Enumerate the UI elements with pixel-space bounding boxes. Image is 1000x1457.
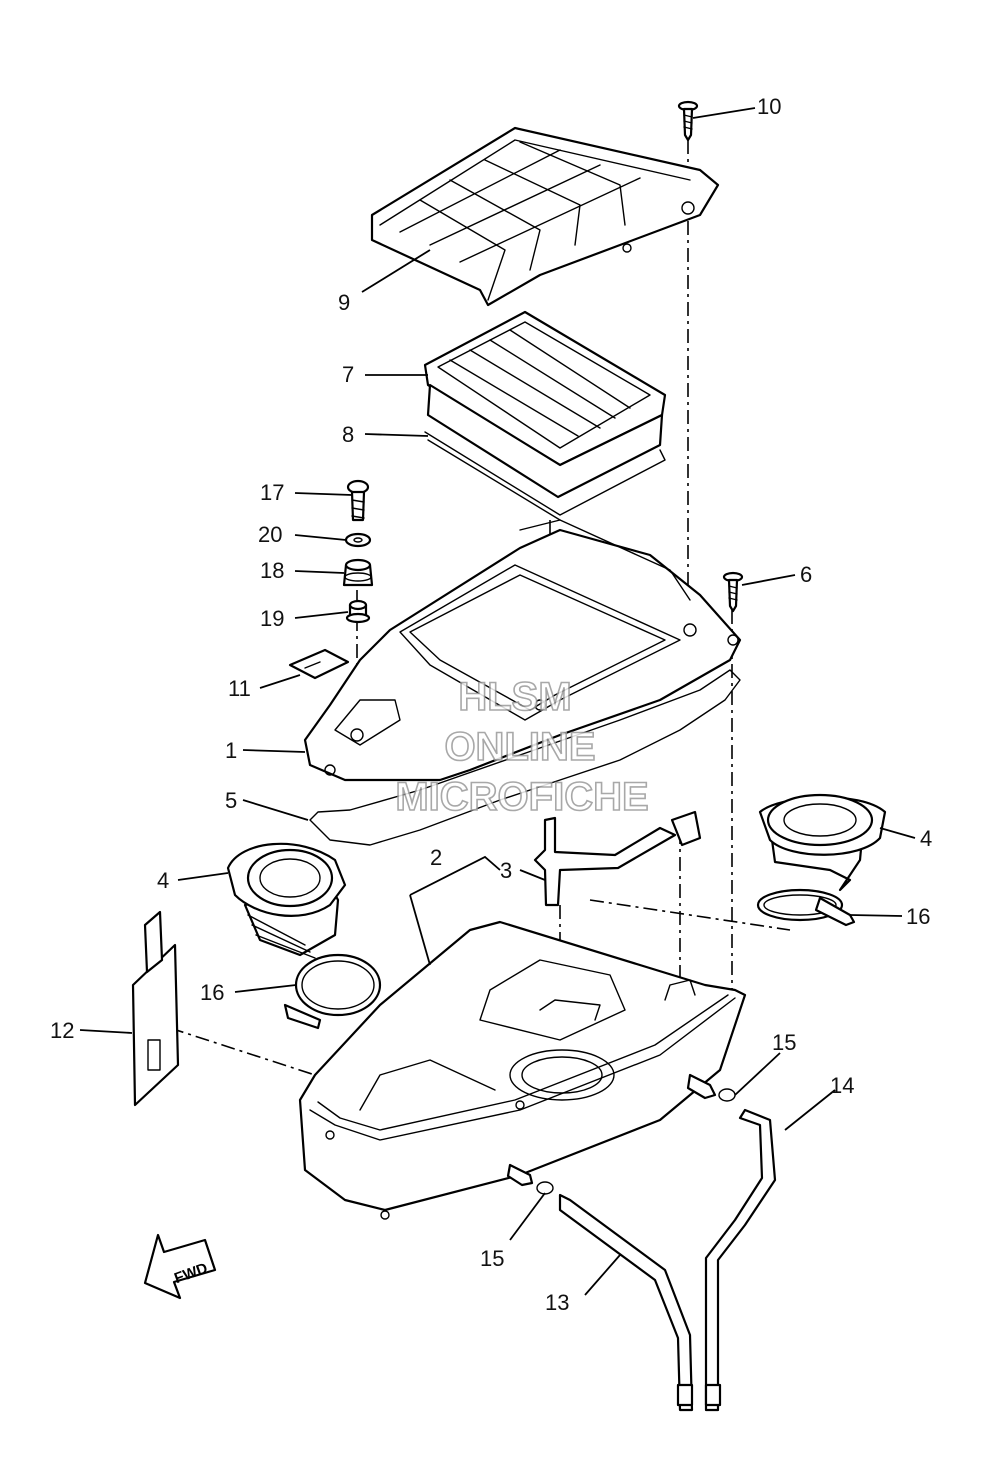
callout-7: 7 (342, 362, 354, 387)
callout-numbers: 10 9 7 8 17 20 18 19 6 11 1 5 4 2 3 4 16… (50, 94, 932, 1315)
part-3-breather-tube (533, 810, 702, 907)
part-12-sheet (131, 910, 180, 1107)
callout-4-left: 4 (157, 868, 169, 893)
callout-16-right: 16 (906, 904, 930, 929)
part-16-clamp-right (756, 888, 856, 927)
watermark-line-1: HLSM (458, 675, 571, 719)
part-9-air-box-cover (370, 126, 720, 307)
callout-15-left: 15 (480, 1246, 504, 1271)
fwd-direction-arrow-icon: FWD (143, 1233, 217, 1300)
part-10-screw (677, 100, 699, 142)
part-11-label (288, 648, 350, 680)
callout-20: 20 (258, 522, 282, 547)
callout-8: 8 (342, 422, 354, 447)
callout-19: 19 (260, 606, 284, 631)
callout-3: 3 (500, 858, 512, 883)
callout-16-left: 16 (200, 980, 224, 1005)
part-7-air-filter-element (423, 310, 667, 499)
leader-lines (79, 107, 916, 1296)
callout-2: 2 (430, 845, 442, 870)
callout-17: 17 (260, 480, 284, 505)
part-19-collar (345, 599, 371, 624)
part-20-washer (344, 532, 372, 548)
callout-10: 10 (757, 94, 781, 119)
part-2-air-filter-case (298, 920, 747, 1220)
callout-6: 6 (800, 562, 812, 587)
part-13-hose (558, 1193, 694, 1412)
callout-14: 14 (830, 1073, 854, 1098)
callout-11: 11 (228, 676, 251, 701)
watermark-line-2: ONLINE (444, 725, 595, 769)
part-17-bolt (346, 479, 370, 522)
callout-4-right: 4 (920, 826, 932, 851)
callout-15-right: 15 (772, 1030, 796, 1055)
part-18-grommet (342, 558, 374, 587)
part-16-clamp-left (283, 953, 382, 1030)
callout-5: 5 (225, 788, 237, 813)
part-15-clip-right (686, 1073, 736, 1102)
part-4-joint-left (226, 842, 347, 959)
watermark-line-3: MICROFICHE (395, 775, 648, 819)
callout-9: 9 (338, 290, 350, 315)
part-5-gasket (309, 669, 741, 846)
part-6-screw (722, 571, 744, 613)
part-14-hose (704, 1108, 777, 1412)
callout-18: 18 (260, 558, 284, 583)
callout-13: 13 (545, 1290, 569, 1315)
part-1-case-cap (303, 519, 742, 782)
callout-1: 1 (225, 738, 237, 763)
callout-12: 12 (50, 1018, 74, 1043)
watermark: HLSM ONLINE MICROFICHE (395, 674, 650, 820)
part-4-joint-right (758, 793, 887, 892)
part-8-seal (424, 431, 666, 521)
